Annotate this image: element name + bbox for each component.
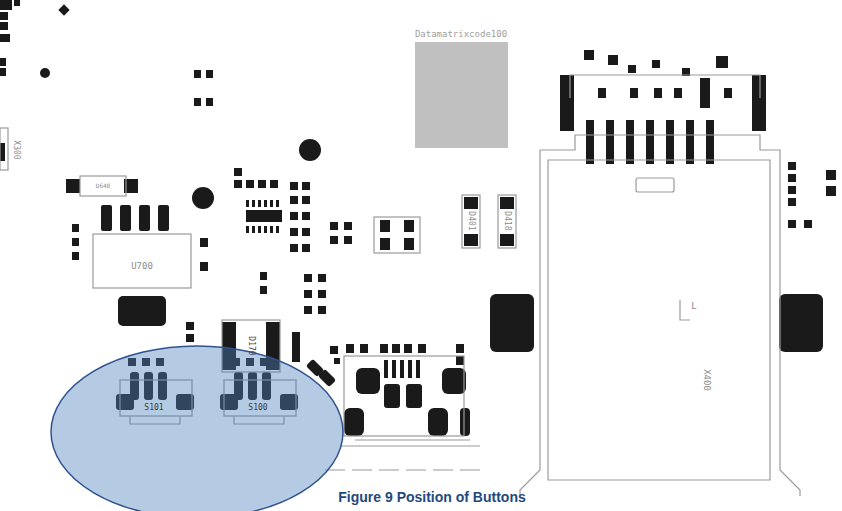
part-name: U700	[131, 262, 153, 271]
part-name: L	[691, 302, 696, 311]
part-name: X300	[12, 140, 20, 159]
part-name: D418	[503, 211, 511, 230]
part-name: D640	[96, 183, 110, 189]
board-edge	[325, 469, 480, 470]
part-name: S100	[248, 404, 267, 412]
part-name: D401	[467, 211, 475, 230]
highlight-ellipse	[51, 346, 343, 511]
code-label: Datamatrixcode100	[415, 30, 507, 39]
part-name: S101	[144, 404, 163, 412]
part-name: D170	[247, 336, 255, 355]
figure-caption: Figure 9 Position of Buttons	[338, 489, 525, 505]
part-name: X400	[702, 369, 711, 391]
datamatrix-code	[415, 42, 508, 148]
